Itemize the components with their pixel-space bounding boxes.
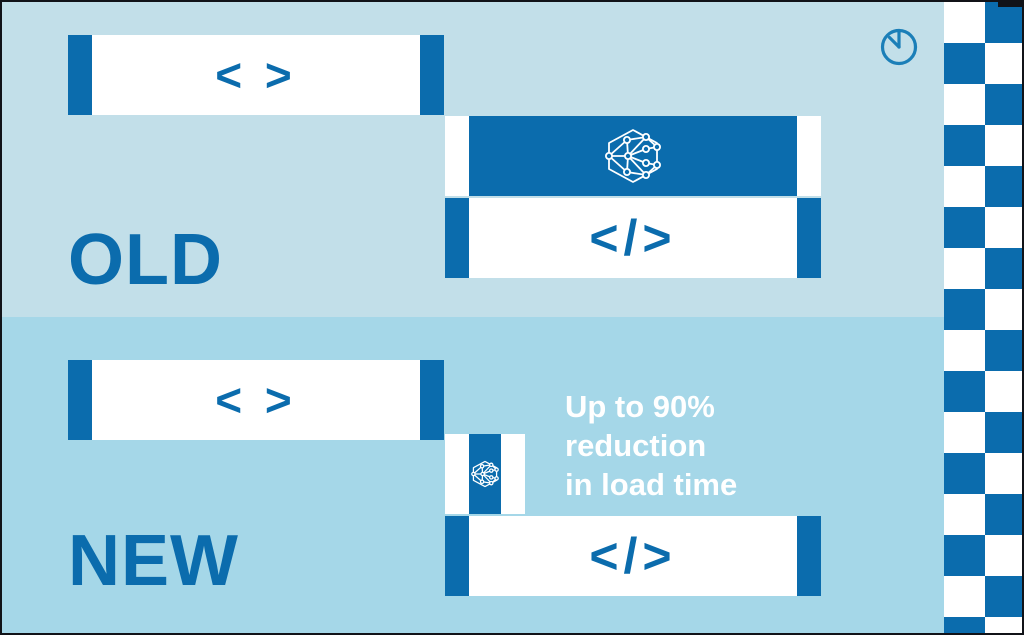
checker-cell xyxy=(944,617,985,633)
checker-cell xyxy=(944,494,985,535)
network-mesh-icon xyxy=(602,127,664,185)
checker-cell xyxy=(944,453,985,494)
code-tag-glyph: </> xyxy=(589,210,677,266)
bar-cap-right xyxy=(797,116,821,196)
checker-cell xyxy=(944,248,985,289)
new-bar-render: </> xyxy=(445,516,821,596)
bar-cap-right xyxy=(420,35,444,115)
stopwatch-icon xyxy=(878,26,920,68)
checker-cell xyxy=(985,289,1022,330)
checker-cell xyxy=(985,412,1022,453)
checker-cell xyxy=(985,453,1022,494)
checker-cell xyxy=(944,43,985,84)
angle-brackets-glyph: < > xyxy=(215,49,297,101)
checker-cell xyxy=(985,248,1022,289)
bar-body xyxy=(469,434,501,514)
checker-cell xyxy=(944,330,985,371)
new-bar-request: < > xyxy=(68,360,444,440)
checker-cell xyxy=(985,125,1022,166)
checkerboard-pattern xyxy=(944,2,1022,633)
old-bar-network xyxy=(445,116,821,196)
bar-cap-right xyxy=(797,516,821,596)
old-bar-request: < > xyxy=(68,35,444,115)
bar-cap-left xyxy=(445,198,469,278)
angle-brackets-glyph: < > xyxy=(215,374,297,426)
checker-cell xyxy=(985,576,1022,617)
old-bar-render: </> xyxy=(445,198,821,278)
checker-cell xyxy=(985,207,1022,248)
top-edge-sliver xyxy=(998,2,1022,7)
checker-cell xyxy=(985,330,1022,371)
new-bar-network xyxy=(445,434,525,514)
checker-cell xyxy=(944,576,985,617)
checker-cell xyxy=(985,494,1022,535)
bar-cap-left xyxy=(68,35,92,115)
checker-cell xyxy=(985,43,1022,84)
bar-cap-left xyxy=(68,360,92,440)
bar-cap-right xyxy=(797,198,821,278)
checker-cell xyxy=(944,166,985,207)
checker-cell xyxy=(944,535,985,576)
network-mesh-icon xyxy=(470,460,500,488)
checker-cell xyxy=(985,535,1022,576)
bar-cap-right xyxy=(501,434,525,514)
checker-cell xyxy=(944,125,985,166)
checker-cell xyxy=(944,84,985,125)
checker-cell xyxy=(944,371,985,412)
bar-cap-left xyxy=(445,116,469,196)
checker-cell xyxy=(985,2,1022,43)
checker-cell xyxy=(985,371,1022,412)
callout-line-3: in load time xyxy=(565,467,738,503)
callout-line-2: reduction xyxy=(565,428,707,464)
checker-cell xyxy=(944,289,985,330)
bar-body: < > xyxy=(92,35,420,115)
bar-cap-left xyxy=(445,516,469,596)
callout-line-1: Up to 90% xyxy=(565,389,715,424)
code-tag-glyph: </> xyxy=(589,528,677,584)
bar-body: </> xyxy=(469,516,797,596)
bar-body: < > xyxy=(92,360,420,440)
old-section-label: OLD xyxy=(68,220,223,300)
bar-cap-left xyxy=(445,434,469,514)
checker-cell xyxy=(985,84,1022,125)
bar-body: </> xyxy=(469,198,797,278)
checker-cell xyxy=(944,2,985,43)
checker-cell xyxy=(944,207,985,248)
new-section-label: NEW xyxy=(68,521,239,601)
checker-cell xyxy=(985,166,1022,207)
bar-body xyxy=(469,116,797,196)
bar-cap-right xyxy=(420,360,444,440)
checker-cell xyxy=(985,617,1022,633)
checker-cell xyxy=(944,412,985,453)
reduction-callout: Up to 90% reduction in load time xyxy=(565,387,885,504)
